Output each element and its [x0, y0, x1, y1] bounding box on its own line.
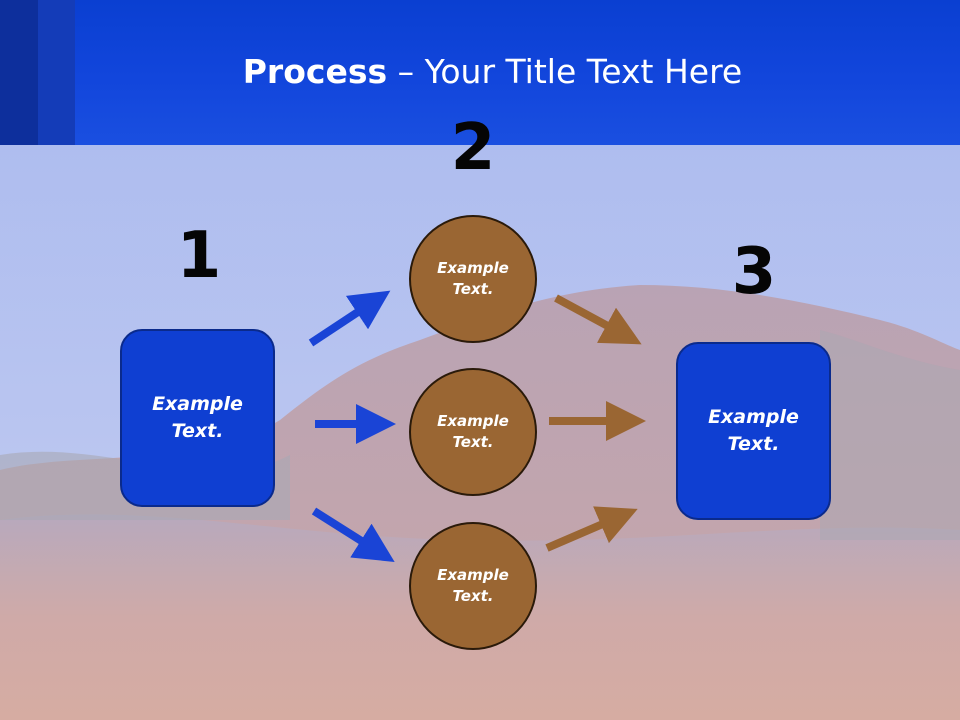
- right-box-label: Example Text.: [708, 406, 799, 455]
- slide-title[interactable]: Process – Your Title Text Here: [0, 52, 960, 91]
- arrow-to-circle-bot: [311, 507, 395, 562]
- right-box[interactable]: Example Text.: [676, 342, 831, 520]
- step-number-1: 1: [176, 219, 222, 293]
- circle-bottom-label: Example Text.: [437, 566, 509, 605]
- arrow-from-circle-bot: [545, 506, 638, 552]
- left-box[interactable]: Example Text.: [120, 329, 275, 507]
- circle-top[interactable]: Example Text.: [409, 215, 537, 343]
- step-number-2: 2: [450, 111, 496, 185]
- title-bold: Process: [242, 52, 388, 91]
- circle-middle-label: Example Text.: [437, 412, 509, 451]
- title-rest: – Your Title Text Here: [387, 52, 743, 91]
- arrow-to-circle-top: [308, 290, 391, 347]
- arrow-from-circle-top: [554, 294, 642, 345]
- header-accent-strip: [0, 0, 38, 145]
- title-bar: [0, 0, 960, 145]
- circle-middle[interactable]: Example Text.: [409, 368, 537, 496]
- header-accent-strip-light: [38, 0, 75, 145]
- circle-bottom[interactable]: Example Text.: [409, 522, 537, 650]
- left-box-label: Example Text.: [152, 393, 243, 442]
- step-number-3: 3: [731, 235, 777, 309]
- circle-top-label: Example Text.: [437, 259, 509, 298]
